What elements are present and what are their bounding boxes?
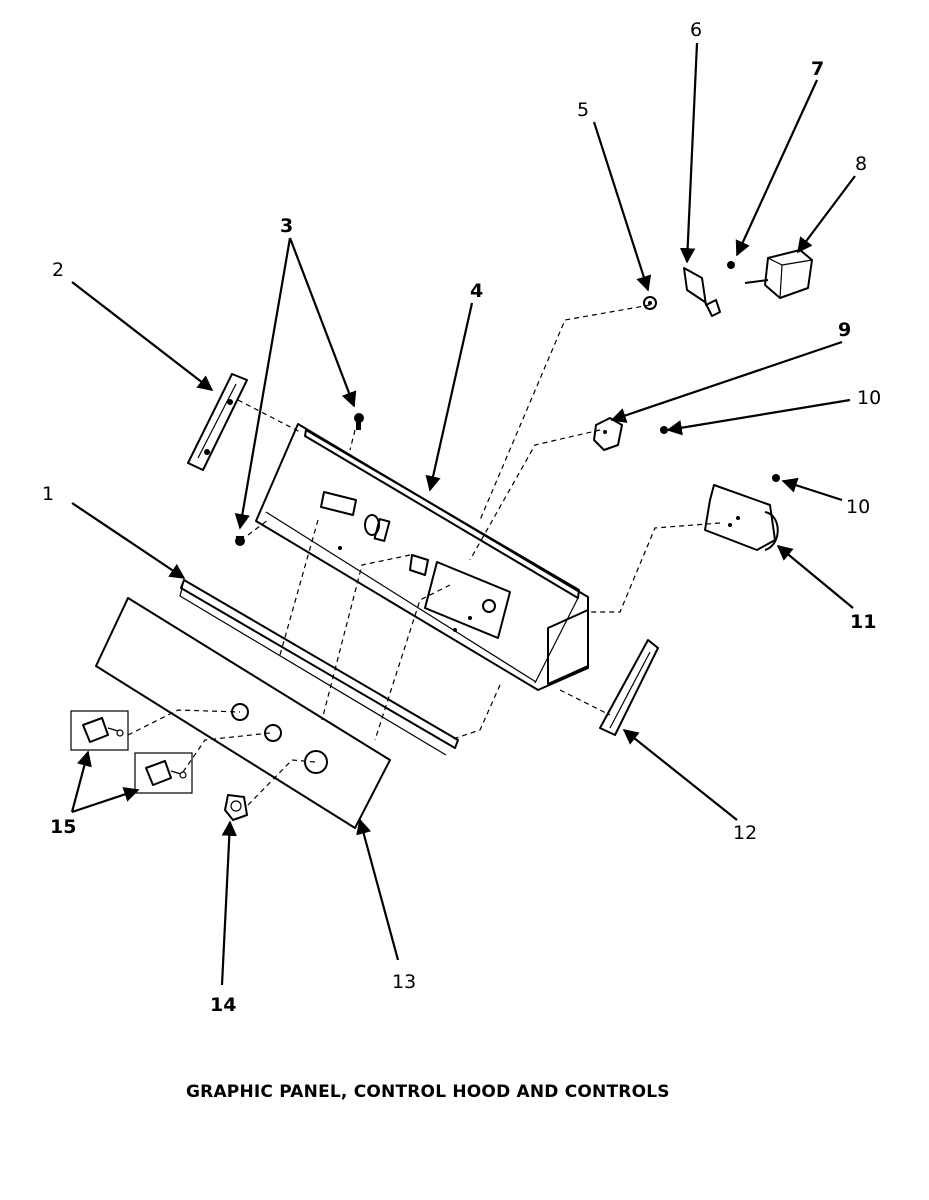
control-hood [255, 423, 589, 691]
callout-14: 14 [210, 994, 236, 1016]
right-end-cap [599, 639, 659, 736]
assembly-dashed-lines [127, 304, 721, 806]
lamp-socket [593, 417, 780, 482]
callout-7: 7 [811, 58, 824, 80]
callout-8: 8 [855, 153, 867, 175]
trim-strip [179, 579, 459, 756]
screws [235, 413, 364, 546]
callout-9: 9 [838, 319, 851, 341]
switch-group [643, 249, 813, 317]
knob-inserts [70, 710, 193, 794]
diagram-caption: GRAPHIC PANEL, CONTROL HOOD AND CONTROLS [186, 1082, 670, 1102]
graphic-panel [95, 597, 391, 829]
callout-15: 15 [50, 816, 76, 838]
callout-4: 4 [470, 280, 483, 302]
knob [224, 794, 248, 821]
leader-arrows [70, 42, 856, 986]
left-end-cap [187, 373, 248, 471]
callout-6: 6 [690, 19, 702, 41]
callout-5: 5 [577, 99, 589, 121]
callout-11: 11 [850, 611, 876, 633]
callout-1: 1 [42, 483, 54, 505]
callout-10-upper: 10 [857, 387, 881, 409]
callout-2: 2 [52, 259, 64, 281]
timer [704, 484, 779, 551]
callout-10-lower: 10 [846, 496, 870, 518]
callout-13: 13 [392, 971, 416, 993]
callout-labels: 1 2 3 4 5 6 7 8 9 10 10 11 12 13 14 15 [42, 19, 881, 1016]
callout-3: 3 [280, 215, 293, 237]
callout-12: 12 [733, 822, 757, 844]
